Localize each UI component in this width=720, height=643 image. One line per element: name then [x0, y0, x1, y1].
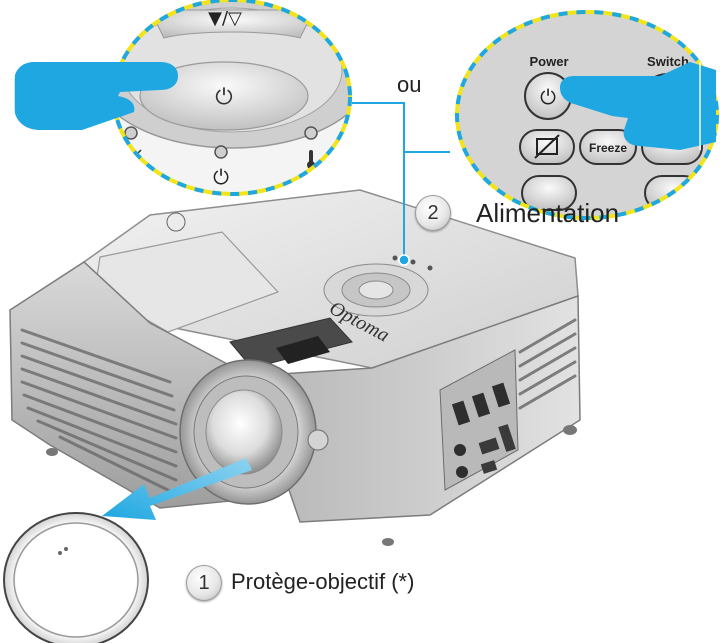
step-1-label: Protège-objectif (*) — [231, 569, 415, 594]
remote-power-symbol: ⏻ — [540, 85, 556, 109]
center-key-symbol: ⏻ — [215, 85, 232, 110]
remote-power-label: Power — [529, 54, 568, 69]
projector-foot — [46, 448, 58, 456]
hand-pointer-keypad — [13, 62, 178, 132]
ir-receiver — [307, 429, 329, 451]
temp-led — [304, 126, 318, 140]
step-2-number: 2 — [415, 195, 451, 231]
side-vents — [518, 318, 577, 410]
step-1-number: 1 — [186, 565, 222, 601]
hand-pointer-remote — [560, 62, 716, 150]
thermometer-icon — [307, 150, 315, 169]
lamp-led — [124, 126, 138, 140]
remote-closeup — [455, 10, 719, 220]
projector-top-keypad — [323, 255, 433, 317]
projector-foot — [563, 425, 577, 435]
remote-freeze-label: Freeze — [589, 141, 627, 155]
av-mute-icon — [534, 134, 560, 159]
lens — [179, 359, 317, 505]
projector-foot — [382, 538, 394, 546]
power-led-symbol: ⏻ — [213, 165, 229, 189]
remote-row3-key — [521, 175, 577, 211]
io-ports-panel — [439, 349, 519, 491]
callout-lines — [352, 102, 450, 258]
keypad-closeup — [112, 0, 352, 196]
remote-switch-label: Switch — [647, 54, 689, 69]
lens-cap — [3, 512, 149, 643]
front-vents — [20, 328, 178, 496]
step-2-label: Alimentation — [476, 198, 620, 228]
connector-or-label: ou — [397, 72, 422, 97]
callout-dot — [398, 254, 410, 266]
remove-lens-cap-arrow — [102, 458, 252, 520]
dlp-logo — [166, 212, 186, 232]
top-key-symbol: ▼/▽ — [208, 8, 242, 29]
top-key — [149, 9, 315, 39]
remote-freeze-key — [579, 129, 637, 165]
center-power-key — [139, 61, 309, 131]
power-led — [214, 145, 228, 159]
projector: Optoma — [9, 189, 581, 546]
